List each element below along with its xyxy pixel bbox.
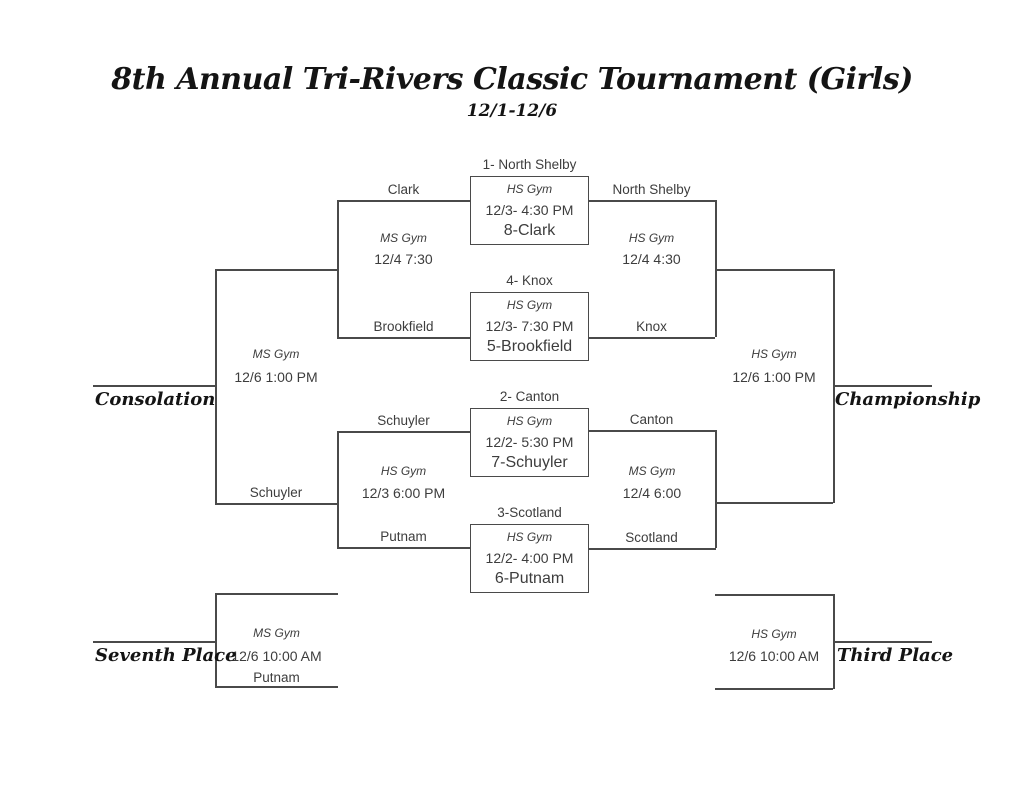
bracket-line-game1-right — [588, 200, 715, 202]
third-place-time: 12/6 10:00 AM — [728, 648, 820, 664]
semi-left-bottom-time: 12/3 6:00 PM — [361, 485, 446, 501]
consolation-time: 12/6 1:00 PM — [234, 369, 318, 385]
game1-lower-seed: 8-Clark — [503, 222, 556, 239]
page-title: 8th Annual Tri-Rivers Classic Tournament… — [111, 62, 913, 97]
bracket-line-left-bottom-winner — [215, 503, 337, 505]
seventh-place-team: Putnam — [253, 670, 300, 685]
bracket-line-game2-left — [337, 337, 470, 339]
game1-seed-label: 1- North Shelby — [482, 157, 577, 172]
semi-right-bottom-gym: MS Gym — [628, 464, 676, 478]
bracket-line-third-bottom — [715, 688, 833, 690]
bracket-line-consolation-final — [93, 385, 215, 387]
bracket-line-game2-right — [588, 337, 715, 339]
consolation-gym: MS Gym — [252, 347, 300, 361]
bracket-line-left-top-winner — [215, 269, 337, 271]
game3-seed-label: 2- Canton — [499, 389, 560, 404]
bracket-line-consolation-vertical — [215, 269, 217, 503]
semi-left-bottom-gym: HS Gym — [380, 464, 427, 478]
game4-seed-label: 3-Scotland — [497, 505, 562, 520]
game3-time: 12/2- 5:30 PM — [485, 434, 574, 450]
game2-box: HS Gym 12/3- 7:30 PM 5-Brookfield — [470, 292, 589, 361]
game3-gym: HS Gym — [506, 414, 553, 428]
team-label-clark: Clark — [387, 182, 420, 197]
bracket-line-third-final — [833, 641, 932, 643]
game3-box: HS Gym 12/2- 5:30 PM 7-Schuyler — [470, 408, 589, 477]
game3-lower-seed: 7-Schuyler — [491, 454, 568, 471]
game2-gym: HS Gym — [506, 298, 553, 312]
team-label-brookfield: Brookfield — [373, 319, 434, 334]
seventh-place-gym: MS Gym — [253, 626, 300, 640]
bracket-line-game4-right — [588, 548, 716, 550]
championship-gym: HS Gym — [751, 347, 797, 361]
game2-seed-label: 4- Knox — [506, 273, 553, 288]
seventh-place-time: 12/6 10:00 AM — [231, 648, 322, 664]
bracket-line-game4-left — [337, 547, 470, 549]
game2-time: 12/3- 7:30 PM — [485, 318, 574, 334]
championship-label: Championship — [835, 389, 981, 410]
semi-left-top-gym: MS Gym — [380, 231, 427, 245]
bracket-line-right-bottom-vertical — [715, 430, 717, 548]
third-place-gym: HS Gym — [751, 627, 797, 641]
game4-gym: HS Gym — [506, 530, 553, 544]
bracket-line-left-top-vertical — [337, 200, 339, 337]
game4-box: HS Gym 12/2- 4:00 PM 6-Putnam — [470, 524, 589, 593]
bracket-line-championship-final — [833, 385, 932, 387]
semi-right-top-gym: HS Gym — [628, 231, 675, 245]
bracket-line-game1-left — [337, 200, 470, 202]
bracket-line-game3-right — [588, 430, 716, 432]
game4-lower-seed: 6-Putnam — [494, 570, 565, 587]
bracket-line-seventh-bottom — [215, 686, 338, 688]
page-subtitle: 12/1-12/6 — [466, 101, 558, 121]
team-label-north-shelby: North Shelby — [612, 182, 691, 197]
semi-left-bottom-advancer: Schuyler — [249, 485, 303, 500]
bracket-line-game3-left — [337, 431, 470, 433]
team-label-schuyler: Schuyler — [377, 413, 430, 428]
seventh-place-label: Seventh Place — [95, 645, 237, 666]
team-label-knox: Knox — [636, 319, 667, 334]
bracket-line-right-bottom-winner — [715, 502, 833, 504]
championship-time: 12/6 1:00 PM — [732, 369, 816, 385]
semi-right-bottom-time: 12/4 6:00 — [622, 485, 682, 501]
game1-time: 12/3- 4:30 PM — [485, 202, 574, 218]
bracket-line-left-bottom-vertical — [337, 431, 339, 547]
team-label-canton: Canton — [629, 412, 674, 427]
bracket-line-right-top-winner — [715, 269, 833, 271]
bracket-line-third-top — [715, 594, 833, 596]
semi-right-top-time: 12/4 4:30 — [622, 251, 681, 267]
consolation-label: Consolation — [95, 389, 216, 410]
game1-box: HS Gym 12/3- 4:30 PM 8-Clark — [470, 176, 589, 245]
game4-time: 12/2- 4:00 PM — [485, 550, 574, 566]
bracket-line-right-top-vertical — [715, 200, 717, 337]
third-place-label: Third Place — [837, 645, 954, 666]
game1-gym: HS Gym — [506, 182, 553, 196]
bracket-line-seventh-vertical — [215, 593, 217, 687]
semi-left-top-time: 12/4 7:30 — [374, 251, 433, 267]
bracket-line-seventh-top — [215, 593, 338, 595]
bracket-line-seventh-final — [93, 641, 215, 643]
team-label-putnam: Putnam — [380, 529, 427, 544]
team-label-scotland: Scotland — [625, 530, 678, 545]
game2-lower-seed: 5-Brookfield — [486, 338, 573, 355]
